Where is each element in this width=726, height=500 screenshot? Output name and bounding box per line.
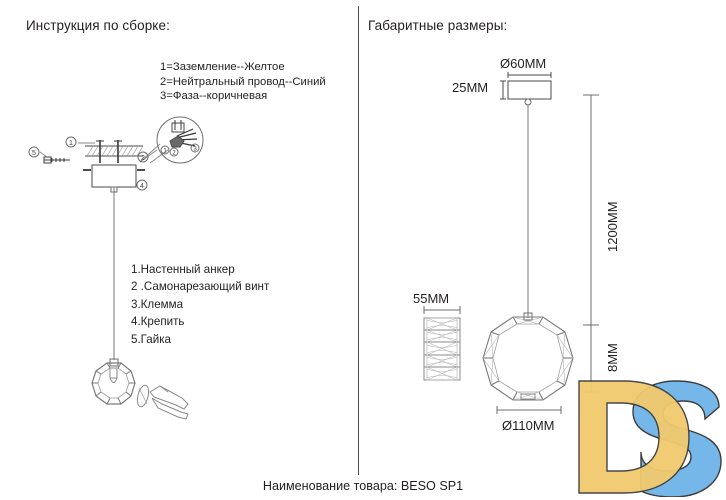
svg-text:1: 1 (69, 140, 73, 147)
svg-text:1: 1 (163, 149, 167, 155)
assembly-instruction-drawing: 1 2 4 5 1 2 3 (28, 116, 204, 420)
parts-list-item-2: 2 .Самонарезающий винт (131, 280, 270, 294)
dimension-canopy-height: 25MM (452, 80, 489, 95)
dimension-ring-diameter: Ø110MM (502, 418, 555, 433)
dimension-canopy-diameter: Ø60MM (500, 56, 547, 71)
dimension-drop-length: 1200MM (605, 201, 620, 252)
wiring-legend: 1=Заземление--Желтое 2=Нейтральный прово… (160, 60, 326, 104)
right-panel-title: Габаритные размеры: (368, 18, 508, 33)
panel-divider (358, 6, 359, 475)
left-panel-title: Инструкция по сборке: (26, 18, 170, 33)
wiring-legend-line-1: 1=Заземление--Желтое (160, 61, 285, 73)
parts-list-item-4: 4.Крепить (131, 315, 185, 329)
parts-list: 1.Настенный анкер 2 .Самонарезающий винт… (131, 261, 269, 348)
wiring-legend-line-3: 3=Фаза--коричневая (160, 90, 268, 103)
watermark-letter-d-icon (578, 380, 690, 494)
svg-text:3: 3 (193, 147, 197, 153)
svg-text:2: 2 (172, 151, 176, 157)
svg-text:4: 4 (140, 183, 144, 190)
dimension-ring-side-width: 55MM (413, 291, 450, 306)
svg-text:2: 2 (141, 155, 145, 162)
parts-list-item-5: 5.Гайка (131, 332, 171, 346)
product-name-footer: Наименование товара: BESO SP1 (262, 479, 464, 493)
ds-watermark-logo (578, 380, 722, 497)
parts-list-item-3: 3.Клемма (131, 297, 184, 311)
parts-list-item-1: 1.Настенный анкер (131, 263, 235, 276)
svg-text:5: 5 (32, 150, 36, 157)
wiring-legend-line-2: 2=Нейтральный провод--Синий (160, 75, 326, 88)
dimension-ring-height: 8MM (605, 343, 620, 372)
